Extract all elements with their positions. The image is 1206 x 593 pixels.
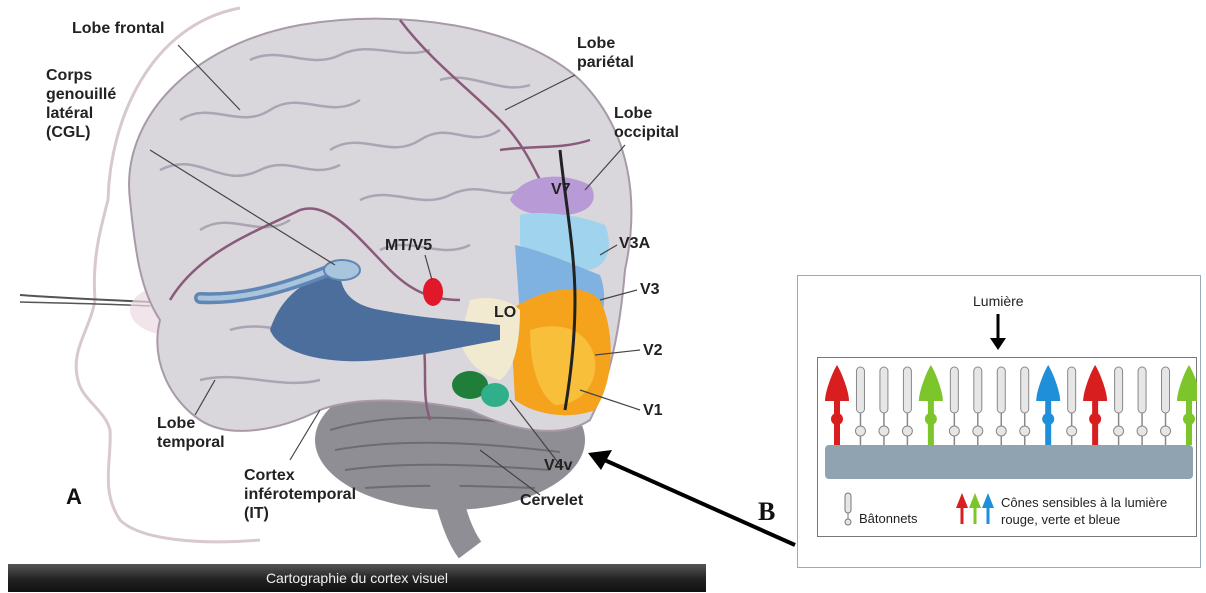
label-v7: V7 xyxy=(551,180,571,199)
cone-cell-green xyxy=(1177,365,1197,445)
label-lobe-temporal: Lobe temporal xyxy=(157,414,225,452)
rod-cell xyxy=(1020,367,1030,445)
light-arrow xyxy=(988,312,1008,352)
light-label: Lumière xyxy=(973,293,1024,309)
panel-letter-b: B xyxy=(758,497,775,527)
rod-cell xyxy=(1114,367,1124,445)
label-mt-v5: MT/V5 xyxy=(385,236,432,255)
label-lobe-frontal: Lobe frontal xyxy=(72,19,164,38)
rod-cell xyxy=(996,367,1006,445)
label-lobe-parietal: Lobe pariétal xyxy=(577,34,634,72)
label-v4v: V4v xyxy=(544,456,572,475)
cone-cell-green xyxy=(919,365,943,445)
label-v3a: V3A xyxy=(619,234,650,253)
rod-cell xyxy=(1161,367,1171,445)
caption-text: Cartographie du cortex visuel xyxy=(8,564,706,592)
cone-cell-blue xyxy=(1036,365,1060,445)
rod-cell xyxy=(949,367,959,445)
label-lobe-occipital: Lobe occipital xyxy=(614,104,679,142)
cone-cell-red xyxy=(825,365,849,445)
label-v1: V1 xyxy=(643,401,663,420)
label-cgl: Corps genouillé latéral (CGL) xyxy=(46,66,116,142)
legend-cones-label: Cônes sensibles à la lumière rouge, vert… xyxy=(1001,494,1167,528)
panel-letter-a: A xyxy=(66,484,82,510)
label-v3: V3 xyxy=(640,280,660,299)
rod-cell xyxy=(1067,367,1077,445)
label-cervelet: Cervelet xyxy=(520,491,583,510)
rod-cell xyxy=(902,367,912,445)
label-v2: V2 xyxy=(643,341,663,360)
rod-cell xyxy=(879,367,889,445)
caption-bar: Cartographie du cortex visuel xyxy=(8,564,706,592)
rod-cell xyxy=(1137,367,1147,445)
legend-cone-icons xyxy=(956,492,996,526)
label-lo: LO xyxy=(494,303,516,322)
legend-rod-icon xyxy=(843,492,853,526)
photoreceptor-layer xyxy=(817,357,1197,487)
label-cortex-inferotemporal: Cortex inférotemporal (IT) xyxy=(244,466,356,523)
cone-cell-red xyxy=(1083,365,1107,445)
rod-cell xyxy=(855,367,865,445)
legend-rods-label: Bâtonnets xyxy=(859,511,918,526)
rod-cell xyxy=(973,367,983,445)
retina-base-layer xyxy=(825,445,1193,479)
